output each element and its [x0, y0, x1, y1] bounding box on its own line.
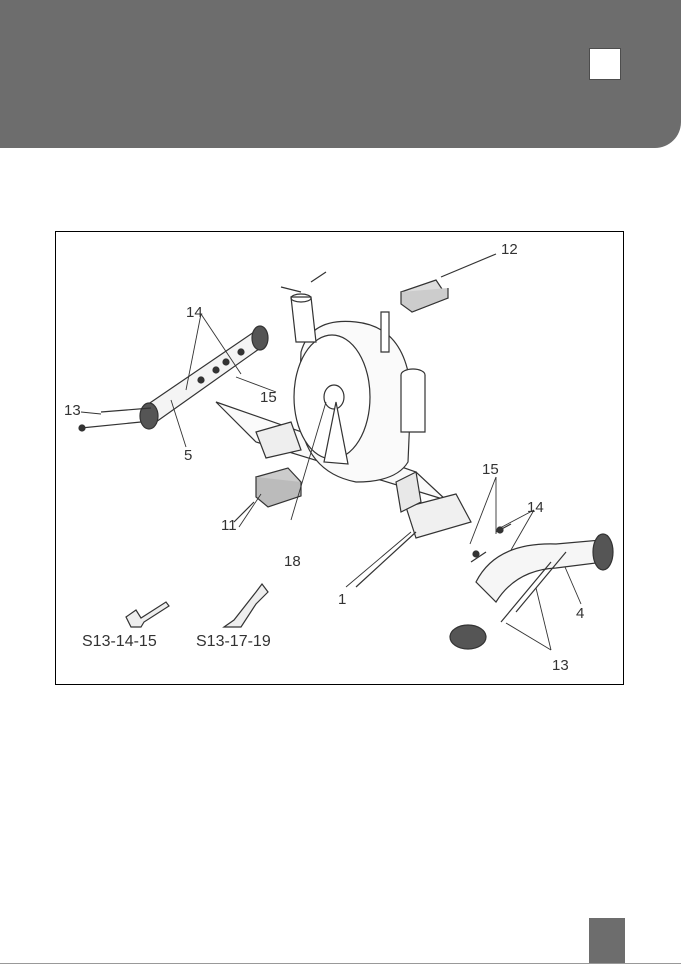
callout-13-left: 13: [64, 402, 81, 419]
callout-1: 1: [338, 591, 346, 608]
tool-wrench-2: [224, 584, 268, 627]
callout-14-top: 14: [186, 304, 203, 321]
callout-13-right: 13: [552, 657, 569, 674]
header-banner: [0, 0, 681, 148]
callout-12: 12: [501, 241, 518, 258]
callout-18: 18: [284, 553, 301, 570]
callout-5: 5: [184, 447, 192, 464]
callout-15-left: 15: [260, 389, 277, 406]
footer-page-tab: [589, 918, 625, 964]
callout-11: 11: [221, 517, 237, 534]
page-marker-square: [589, 48, 621, 80]
callout-4: 4: [576, 605, 584, 622]
tool-label-s13-17-19: S13-17-19: [196, 633, 271, 650]
exploded-parts-diagram: 12 14 15 13 5 11 18 1 15 14 4 13 S13-14-…: [55, 231, 624, 685]
parts-drawing: 12 14 15 13 5 11 18 1 15 14 4 13 S13-14-…: [56, 232, 625, 686]
tool-wrench-1: [126, 602, 169, 627]
console-box-12: [401, 254, 496, 312]
battery-box-11: [234, 468, 301, 522]
callout-15-right: 15: [482, 461, 499, 478]
callout-14-right: 14: [527, 499, 544, 516]
tool-label-s13-14-15: S13-14-15: [82, 633, 157, 650]
footer-rule: [0, 963, 681, 964]
